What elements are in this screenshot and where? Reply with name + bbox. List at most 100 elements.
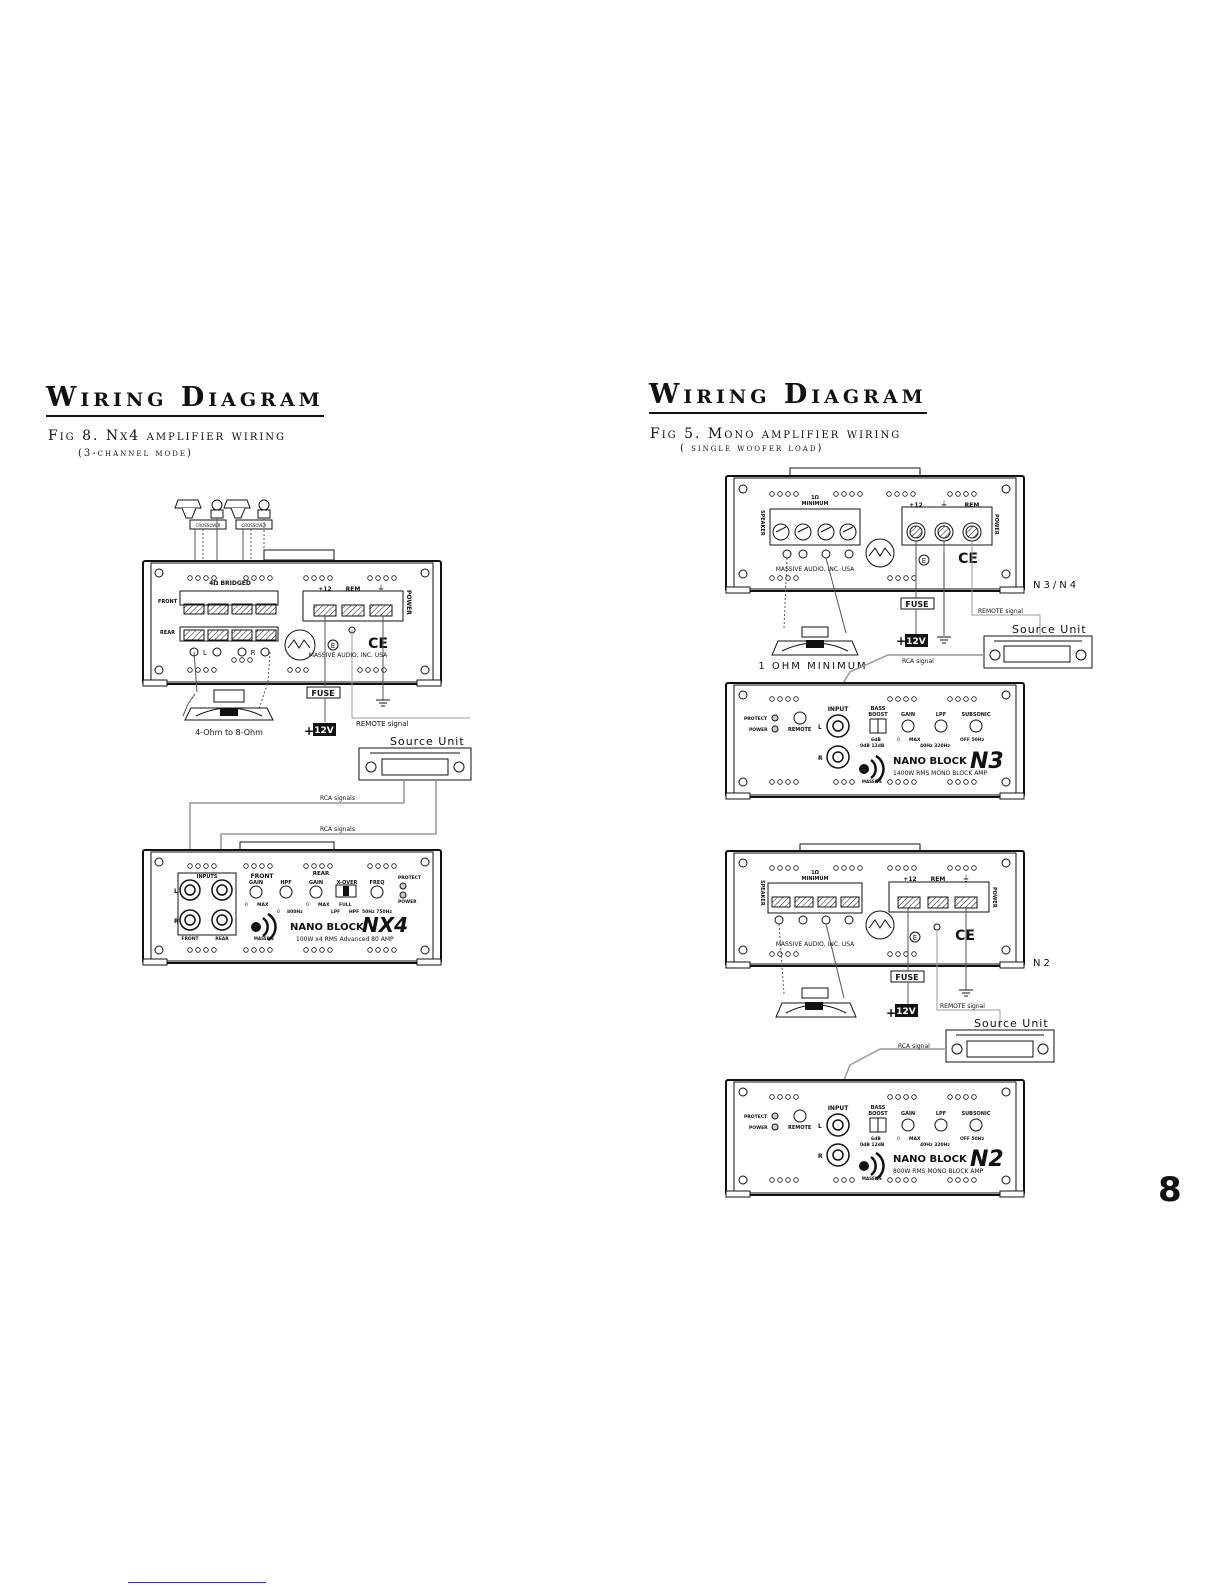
plus12-label: +12 xyxy=(318,586,331,593)
bass-label: BASS xyxy=(871,1105,886,1111)
right-channel-label: R xyxy=(251,649,256,657)
model-label: N2 xyxy=(970,1147,1004,1172)
ce-mark: CE xyxy=(958,551,978,567)
front-gain-min: 0 xyxy=(245,902,248,908)
lpf-range: 40Hz 320Hz xyxy=(920,1142,950,1148)
subsonic-knob xyxy=(969,719,983,733)
front-hpf-min: 0 xyxy=(277,909,280,915)
battery-label: 12V xyxy=(896,1007,916,1017)
gain-knob xyxy=(901,719,915,733)
hpf-label: HPF xyxy=(349,909,359,915)
ground-label: ⏚ xyxy=(377,584,385,593)
remote-jack xyxy=(793,711,807,725)
subsonic-knob xyxy=(969,1118,983,1132)
lpf-label: LPF xyxy=(331,909,340,915)
lpf-range: 40Hz 320Hz xyxy=(920,743,950,749)
rca-signals-label-1: RCA signals xyxy=(320,795,355,802)
e-mark: E xyxy=(913,934,917,942)
power-led xyxy=(771,725,779,733)
rca-signal-label: RCA signal xyxy=(898,1043,930,1050)
spec-label: 800W RMS MONO BLOCK AMP xyxy=(893,1168,984,1175)
ground-icon xyxy=(937,636,951,644)
protect-led xyxy=(399,882,407,890)
power-led-label: POWER xyxy=(398,899,417,905)
lpf-knob xyxy=(934,719,948,733)
gain-max: MAX xyxy=(909,737,921,743)
model-label: NX4 xyxy=(362,913,408,937)
plus-sign: + xyxy=(896,634,906,648)
brand-label: NANO BLOCK xyxy=(290,922,365,933)
rear-gain-knob xyxy=(309,885,323,899)
front-hpf-max: 800Hz xyxy=(287,909,303,915)
front-hpf-knob xyxy=(279,885,293,899)
e-mark: E xyxy=(331,642,335,650)
fuse-label: FUSE xyxy=(895,973,918,982)
protect-led xyxy=(771,1112,779,1120)
input-l-label: L xyxy=(818,1123,822,1130)
input-r-label: R xyxy=(818,755,823,762)
db-row-label: 0dB 12dB xyxy=(860,1142,885,1148)
input-l-label: L xyxy=(174,888,178,895)
power-led-label: POWER xyxy=(749,1125,768,1131)
source-unit-label: Source Unit xyxy=(1012,623,1087,636)
lpf-label: LPF xyxy=(936,1111,946,1117)
gain-label: GAIN xyxy=(901,712,915,718)
lpf-label: LPF xyxy=(936,712,946,718)
rear-gain-min: 0 xyxy=(306,902,309,908)
tweeter-crossover-right: CROSSOVER xyxy=(223,499,273,530)
bass-label: BASS xyxy=(871,706,886,712)
crossover-label: CROSSOVER xyxy=(242,523,267,528)
remote-label: REMOTE xyxy=(788,1125,812,1131)
six-db-label: 6dB xyxy=(871,737,881,743)
front-hpf-label: HPF xyxy=(280,880,291,886)
power-led-label: POWER xyxy=(749,727,768,733)
ground-icon xyxy=(959,989,973,997)
power-led xyxy=(771,1123,779,1131)
tweeter-crossover-left: CROSSOVER xyxy=(174,499,227,530)
battery-icon xyxy=(313,723,336,736)
n3n4-model-label: N3/N4 xyxy=(1033,580,1079,591)
rem-label: REM xyxy=(346,586,361,593)
n3n4-terminal-panel: 1Ω MINIMUM SPEAKER +12 ⏚ REM POWER E CE … xyxy=(725,467,1025,594)
rear-gain-label: GAIN xyxy=(309,880,323,886)
battery-label: 12V xyxy=(314,726,334,736)
freq-range-label: 50Hz 750Hz xyxy=(362,909,392,915)
massive-label: MASSIVE xyxy=(862,779,882,784)
subsonic-label: SUBSONIC xyxy=(961,712,990,718)
n2-terminal-panel: 1Ω MINIMUM SPEAKER +12 REM ⏚ POWER E CE … xyxy=(725,843,1025,969)
minimum-label: MINIMUM xyxy=(802,501,829,507)
speaker-load-label: 4-Ohm to 8-Ohm xyxy=(195,728,263,737)
protect-label: PROTECT xyxy=(744,1114,768,1120)
fuse-label: FUSE xyxy=(311,689,334,698)
minimum-label: MINIMUM xyxy=(802,876,829,882)
battery-label: 12V xyxy=(906,637,926,647)
boost-label: BOOST xyxy=(868,712,888,718)
input-label: INPUT xyxy=(828,1105,850,1112)
input-r-label: R xyxy=(818,1153,823,1160)
crossover-label: CROSSOVER xyxy=(196,523,221,528)
input-label: INPUT xyxy=(828,706,850,713)
left-page-title: Wiring Diagram xyxy=(46,383,324,417)
n2-model-label: N2 xyxy=(1033,958,1053,969)
remote-signal-label: REMOTE signal xyxy=(978,608,1023,615)
ground-icon xyxy=(376,699,390,707)
gain-label: GAIN xyxy=(901,1111,915,1117)
plus-sign: + xyxy=(886,1006,896,1020)
protect-led xyxy=(771,714,779,722)
protect-label: PROTECT xyxy=(744,716,768,722)
right-figure-subcaption: ( single woofer load) xyxy=(680,443,824,454)
spec-label: 1400W RMS MONO BLOCK AMP xyxy=(893,770,987,777)
speaker-label: SPEAKER xyxy=(759,510,765,536)
nx4-terminal-panel: CROSSOVER CROSSOVER 4Ω BRIDGED xyxy=(142,499,442,687)
min-ohm-label: 1Ω xyxy=(811,495,819,501)
source-unit-right-2: Source Unit xyxy=(945,1017,1055,1063)
left-channel-label: L xyxy=(203,649,207,657)
subsonic-range: OFF 50Hz xyxy=(960,1136,985,1142)
massive-label: MASSIVE xyxy=(862,1176,882,1181)
front-label: FRONT xyxy=(158,599,178,605)
right-figure-caption: Fig 5. Mono amplifier wiring xyxy=(650,426,902,442)
maker-label: MASSIVE AUDIO, INC. USA xyxy=(309,652,388,659)
one-ohm-minimum-label: 1 OHM MINIMUM xyxy=(758,661,867,672)
inputs-label: INPUTS xyxy=(197,874,218,880)
gain-knob xyxy=(901,1118,915,1132)
